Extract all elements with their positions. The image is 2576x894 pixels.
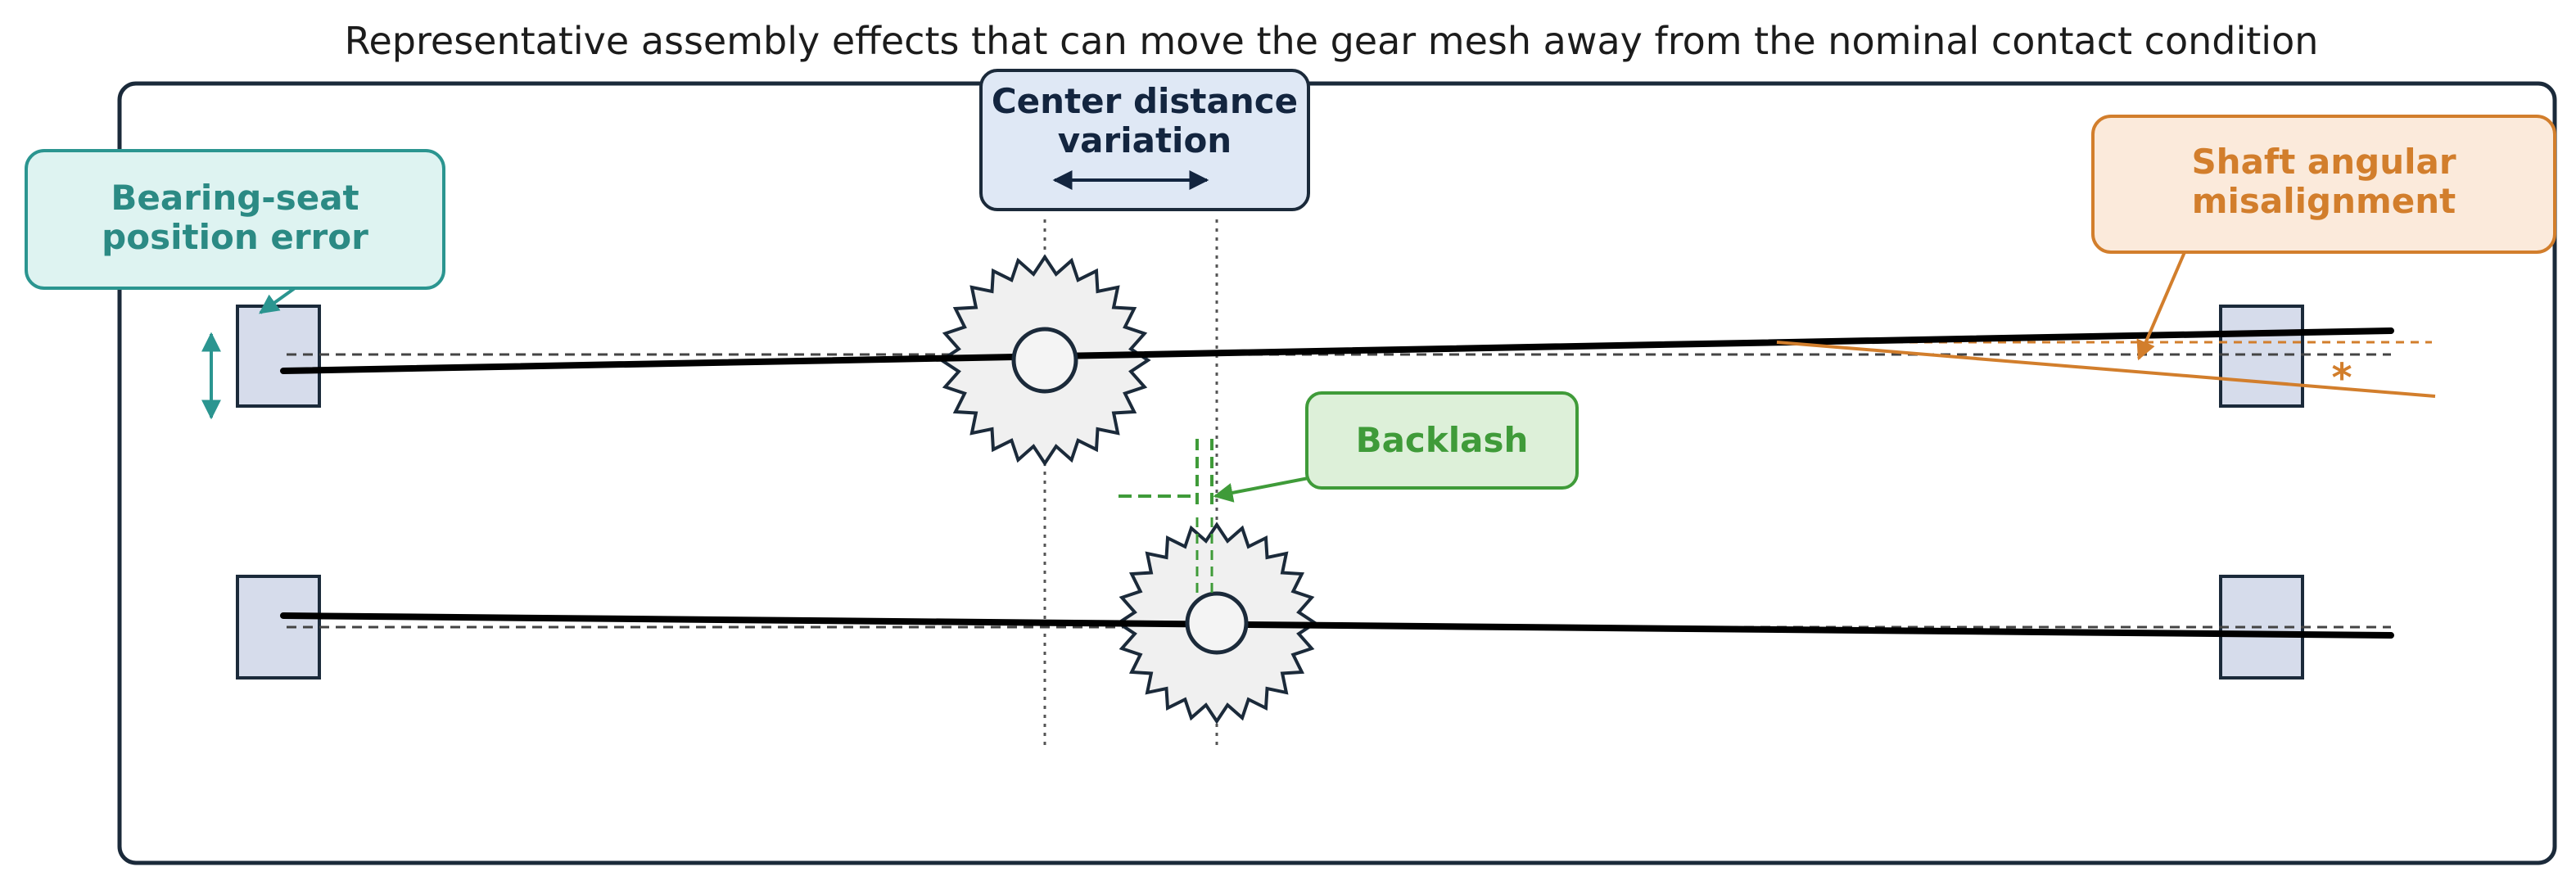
bearing-seat-callout: Bearing-seat position error	[25, 149, 445, 314]
center-distance-callout: Center distance variation	[979, 69, 1310, 211]
center-distance-label-line1: Center distance	[992, 81, 1298, 121]
bearing-top-right	[2219, 305, 2304, 408]
bearing-top-left	[236, 305, 321, 408]
bearing-seat-pointer-arrow	[259, 287, 296, 314]
backlash-label: Backlash	[1356, 420, 1529, 460]
misalignment-angle-marker: *	[2331, 355, 2352, 401]
bearing-seat-label-line2: position error	[102, 217, 368, 257]
bearing-seat-label-line1: Bearing-seat	[111, 178, 359, 218]
center-distance-label-line2: variation	[1058, 120, 1232, 160]
bottom-shaft	[280, 612, 2394, 639]
backlash-callout: Backlash	[1213, 391, 1579, 503]
top-gear-hub	[1011, 327, 1078, 394]
bottom-gear-hub	[1185, 591, 1249, 655]
bearing-seat-box	[25, 149, 445, 290]
backlash-box	[1305, 391, 1579, 490]
misaligned-shaft-line	[1776, 341, 2436, 398]
diagram-frame	[117, 81, 2557, 865]
shaft-misalignment-box	[2091, 115, 2556, 254]
shaft-misalignment-label-line2: misalignment	[2192, 181, 2456, 221]
shaft-misalignment-pointer-arrow	[2136, 251, 2186, 361]
backlash-pointer-arrow	[1213, 476, 1309, 503]
top-shaft	[280, 327, 2394, 374]
diagram-title: Representative assembly effects that can…	[345, 19, 2319, 63]
shaft-misalignment-callout: Shaft angular misalignment	[2091, 115, 2556, 361]
backlash-indicator	[1119, 439, 1213, 593]
shaft-misalignment-label-line1: Shaft angular	[2191, 142, 2456, 182]
